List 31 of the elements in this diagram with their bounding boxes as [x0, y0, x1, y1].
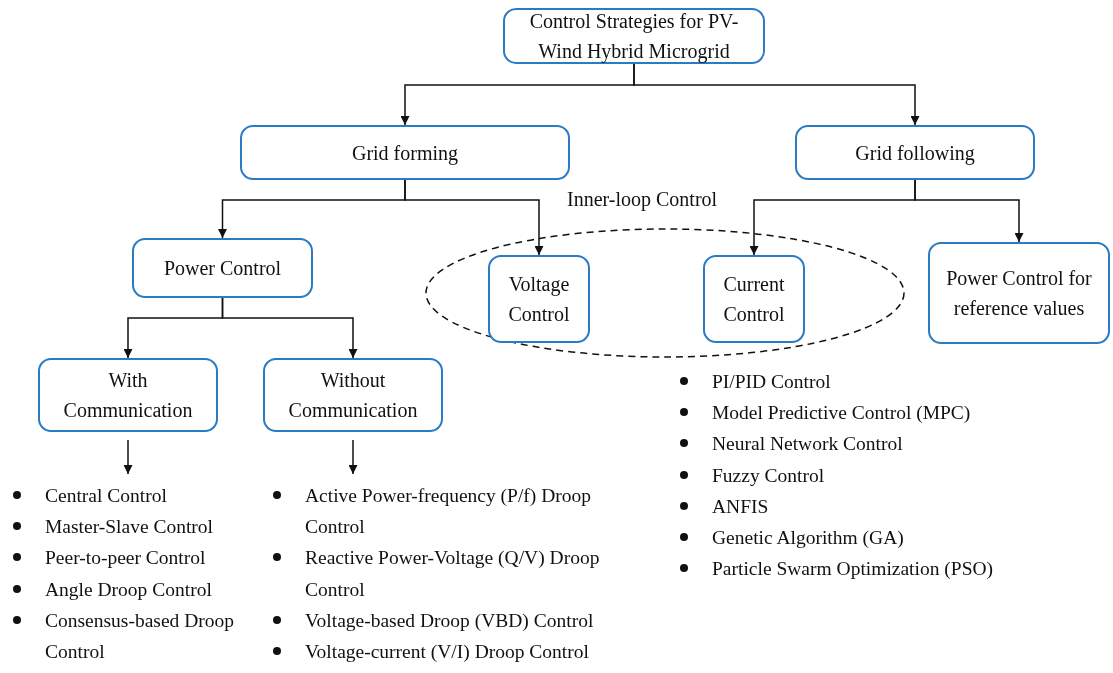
arrow	[633, 63, 920, 126]
list-item: Active Power-frequency (P/f) Droop Control	[305, 484, 593, 540]
control-box: Power Control for reference values	[928, 242, 1110, 344]
control-box: With Communication	[38, 358, 218, 432]
list-item: Peer-to-peer Control	[45, 546, 206, 571]
arrow	[404, 179, 544, 256]
list-item: Master-Slave Control	[45, 515, 214, 540]
list-item: Model Predictive Control (MPC)	[712, 402, 971, 424]
list-item: PI/PID Control	[712, 371, 831, 392]
list-item: Fuzzy Control	[712, 464, 825, 486]
list-item: Consensus-based Droop Control	[45, 608, 236, 664]
list-item: ANFIS	[712, 495, 769, 517]
list-item: Particle Swarm Optimization (PSO)	[712, 558, 994, 580]
list-item: Voltage-current (V/I) Droop Control	[305, 639, 589, 664]
list-item: Neural Network Control	[712, 433, 903, 455]
arrow	[221, 297, 358, 359]
control-box: Power Control	[132, 238, 313, 298]
list-item: Reactive Power-Voltage (Q/V) Droop Control	[305, 546, 601, 602]
control-box: Grid following	[795, 125, 1035, 180]
control-box: Grid forming	[240, 125, 570, 180]
list-item: Angle Droop Control	[45, 577, 212, 602]
list-item: Central Control	[45, 484, 167, 508]
control-box: Control Strategies for PV-Wind Hybrid Microgrid	[503, 8, 765, 64]
control-box: Current Control	[703, 255, 805, 343]
list-item: Voltage-based Droop (VBD) Control	[305, 608, 594, 633]
arrow	[123, 439, 133, 475]
control-box: Without Communication	[263, 358, 443, 432]
list-item: Genetic Algorithm (GA)	[712, 526, 904, 548]
arrow	[914, 179, 1024, 243]
control-box: Voltage Control	[488, 255, 590, 343]
arrow	[348, 439, 358, 475]
